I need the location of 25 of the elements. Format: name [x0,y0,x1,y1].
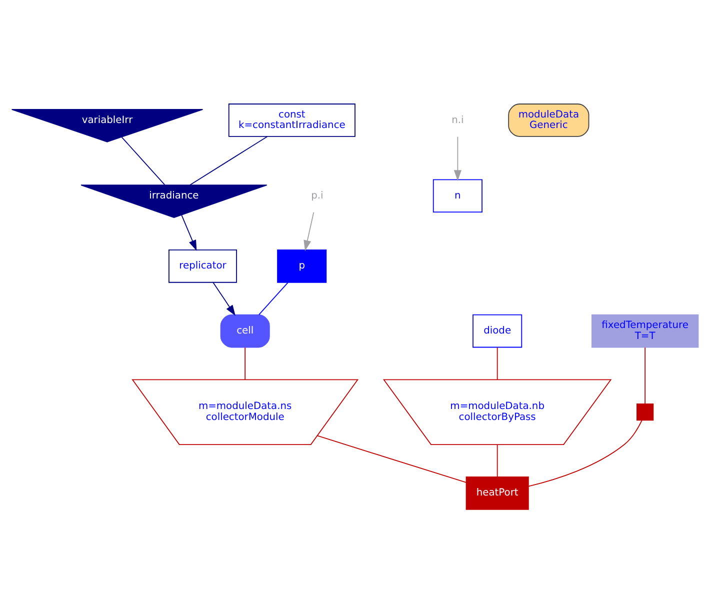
node-box: cell [220,314,270,348]
connector [496,346,498,380]
connector [258,282,288,315]
connector [190,136,268,185]
node-box: replicator [168,249,237,282]
node-box: p [277,249,327,282]
arrow [181,214,197,250]
node-text: n.i [452,114,464,126]
arrow [454,136,462,180]
connector [644,346,646,404]
arrow [212,282,236,316]
connector [244,346,246,380]
node-text: p.i [311,190,324,201]
connector [496,444,498,477]
connector [316,434,467,482]
arrow [304,211,314,251]
node-box: fixedTemperature T=T [591,314,699,348]
node-box: n [432,178,482,212]
connector [528,419,642,486]
connector [121,136,166,185]
node-box: const k=constantIrradiance [228,103,356,136]
node-box: diode [472,314,522,348]
node-box [636,403,654,420]
node-box: heatPort [466,476,529,510]
node-box: moduleData Generic [508,103,590,136]
